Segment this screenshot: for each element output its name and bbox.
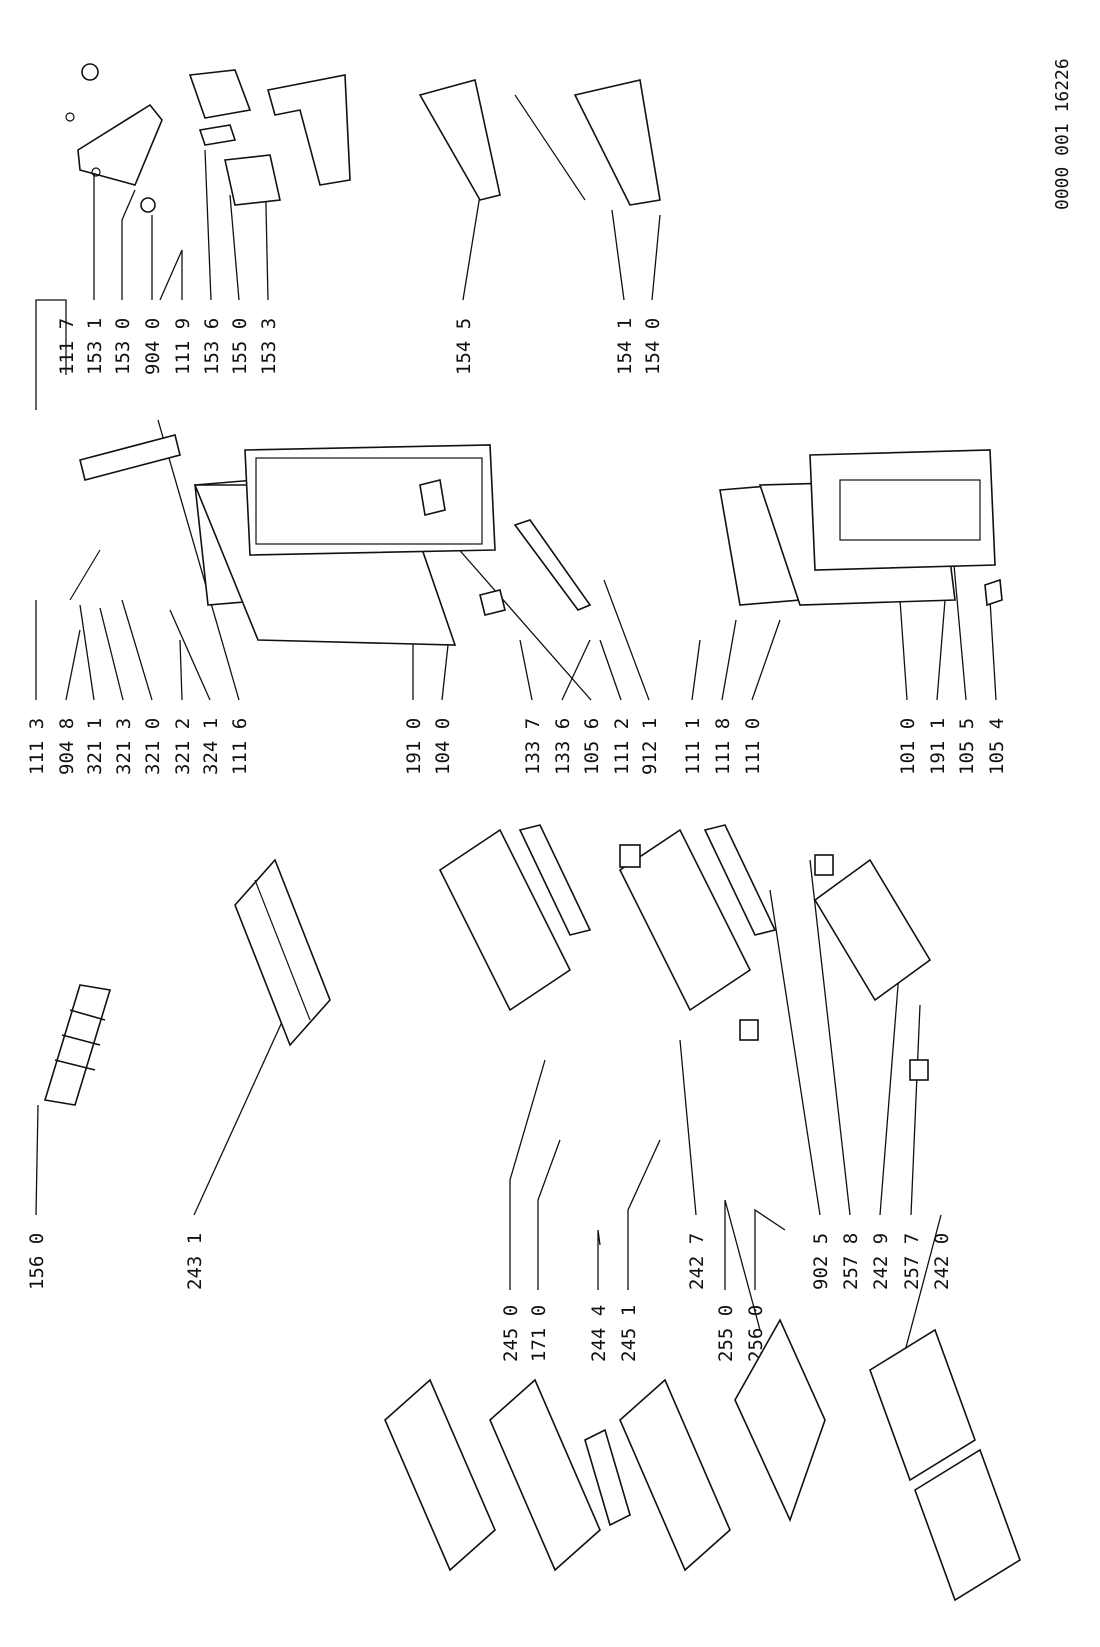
part-label: 153 3 [258,318,280,375]
part-label: 154 5 [453,318,475,375]
part-label: 256 0 [745,1305,767,1362]
end-cap-part [81,63,99,81]
part-label: 245 0 [500,1305,522,1362]
fridge-door-gasket [809,449,996,571]
part-label: 153 0 [112,318,134,375]
part-label: 105 4 [986,718,1008,775]
glass-shelf-part [234,858,331,1047]
hinge-cover-part [79,434,181,481]
part-label: 153 6 [201,318,223,375]
handle-part [513,519,592,611]
part-label: 904 0 [142,318,164,375]
end-cap-part-2 [140,197,156,213]
part-label: 111 9 [172,318,194,375]
door-shelf-part [266,74,351,186]
part-label: 111 0 [742,718,764,775]
part-label: 257 7 [901,1233,923,1290]
part-label: 111 1 [682,718,704,775]
door-shelf-part-2 [418,79,501,201]
leader-lines [35,149,997,1371]
part-label: 133 7 [522,718,544,775]
part-label: 912 1 [639,718,661,775]
part-label: 321 3 [113,718,135,775]
cover-plate-part [734,1318,826,1523]
part-label: 111 6 [229,718,251,775]
egg-tray-part-2 [224,154,281,206]
part-label: 255 0 [715,1305,737,1362]
part-label: 111 3 [26,718,48,775]
part-label: 105 5 [956,718,978,775]
part-label: 243 1 [184,1233,206,1290]
clip-part [619,844,641,868]
part-label: 105 6 [581,718,603,775]
ice-tray-part [43,984,112,1106]
document-id: 0000 001 16226 [1052,58,1073,210]
part-label: 904 8 [56,718,78,775]
door-bar-part [77,103,163,186]
part-label: 101 0 [897,718,919,775]
part-label: 154 0 [642,318,664,375]
crisper-drawer-part-2 [618,828,752,1012]
freezer-door-gasket [244,444,496,556]
part-label: 242 9 [870,1233,892,1290]
part-label: 111 2 [611,718,633,775]
part-label: 133 6 [552,718,574,775]
part-label: 171 0 [528,1305,550,1362]
wire-shelf-part-2 [489,1378,601,1572]
part-label: 242 0 [931,1233,953,1290]
part-label: 111 7 [56,318,78,375]
door-shelf-part-3 [573,79,661,206]
bottle-bin-part [869,1328,976,1482]
part-label: 191 1 [927,718,949,775]
part-label: 154 1 [614,318,636,375]
part-reference-labels: 111 7 153 1 153 0 904 0 111 9 153 6 155 0 153 3… [26,318,1008,1362]
part-label: 245 1 [618,1305,640,1362]
crisper-drawer-part-3 [813,858,932,1002]
part-label: 244 4 [588,1305,610,1362]
wire-shelf-part [384,1378,496,1572]
parts [43,63,1021,1602]
part-label: 191 0 [403,718,425,775]
bottle-bin-part-2 [914,1448,1021,1602]
part-label: 257 8 [840,1233,862,1290]
part-label: 155 0 [229,318,251,375]
wire-shelf-part-3 [619,1378,731,1572]
part-label: 104 0 [432,718,454,775]
part-label: 321 1 [84,718,106,775]
crisper-drawer-part [438,828,572,1012]
part-label: 156 0 [26,1233,48,1290]
part-label: 242 7 [686,1233,708,1290]
part-label: 153 1 [84,318,106,375]
clip-part-2 [814,854,834,876]
part-label: 111 8 [712,718,734,775]
part-label: 902 5 [810,1233,832,1290]
egg-tray-part [188,69,252,119]
part-label: 321 0 [142,718,164,775]
part-label: 321 2 [172,718,194,775]
part-label: 324 1 [200,718,222,775]
